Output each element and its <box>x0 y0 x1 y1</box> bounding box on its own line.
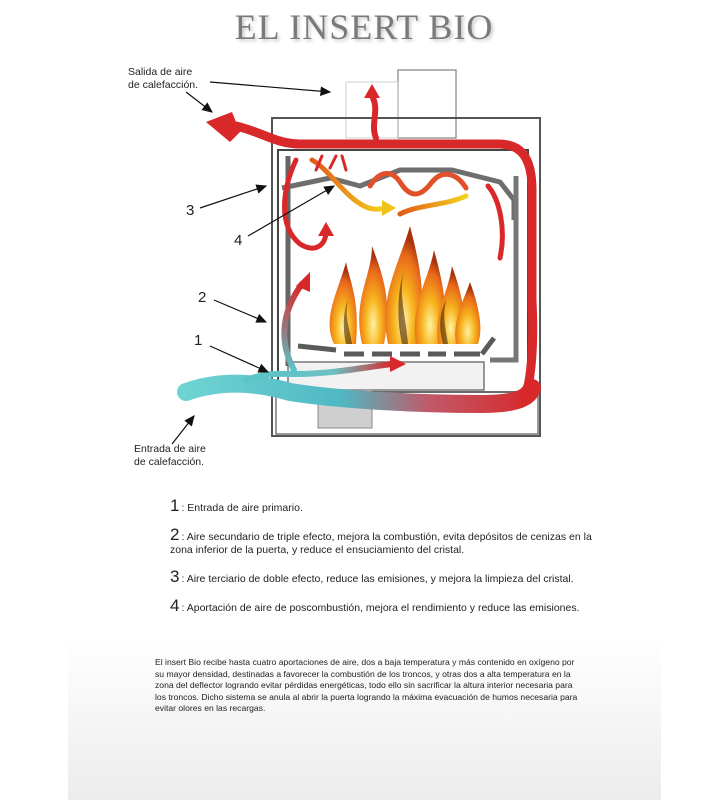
callout-line-entrada <box>171 415 195 445</box>
callout-number-4: 4 <box>234 232 243 249</box>
callout-salida: Salida de aire de calefacción. <box>128 66 199 91</box>
heating-air-riser <box>231 121 538 405</box>
callout-entrada: Entrada de aire de calefacción. <box>134 443 206 468</box>
legend: 1: Entrada de aire primario. 2: Aire sec… <box>170 496 610 628</box>
deflector-small-arrows <box>314 154 348 172</box>
legend-item: 2: Aire secundario de triple efecto, mej… <box>170 525 610 557</box>
callout-number-2: 2 <box>198 289 207 306</box>
grate <box>297 336 496 357</box>
postcombustion-top-flow <box>367 171 469 197</box>
callout-line-4 <box>247 185 336 237</box>
legend-text: : Aire secundario de triple efecto, mejo… <box>170 531 592 556</box>
primary-air-arrowhead <box>390 356 406 372</box>
heating-air-outlet-arrow <box>206 112 246 142</box>
description-text: El insert Bio recibe hasta cuatro aporta… <box>155 657 578 714</box>
legend-number: 4 <box>170 596 180 615</box>
secondary-air-flow <box>281 281 305 373</box>
callout-line-2 <box>213 299 268 323</box>
legend-item: 3: Aire terciario de doble efecto, reduc… <box>170 567 610 586</box>
heating-air-bottom <box>177 374 541 414</box>
flue-exhaust-flow <box>369 93 379 141</box>
postcombustion-yellow-flow <box>397 193 469 217</box>
legend-number: 2 <box>170 525 180 544</box>
callout-line-salida-2 <box>185 91 213 113</box>
callout-line-1 <box>209 345 270 373</box>
page-title: EL INSERT BIO <box>234 7 494 47</box>
callout-number-3: 3 <box>186 202 195 219</box>
legend-item: 4: Aportación de aire de poscombustión, … <box>170 596 610 615</box>
flue-inner <box>345 81 399 139</box>
rear-hot-flow <box>485 183 505 261</box>
flue-exhaust-arrowhead <box>364 84 380 98</box>
legend-number: 1 <box>170 496 180 515</box>
tertiary-air-arrowhead <box>318 222 334 236</box>
rear-wall <box>490 176 519 363</box>
legend-item: 1: Entrada de aire primario. <box>170 496 610 515</box>
primary-air-flow <box>243 361 395 383</box>
plinth <box>275 391 539 435</box>
legend-number: 3 <box>170 567 180 586</box>
legend-text: : Aire terciario de doble efecto, reduce… <box>181 573 574 585</box>
legend-text: : Entrada de aire primario. <box>181 502 303 514</box>
tertiary-air-flow <box>282 157 329 251</box>
outer-casing <box>271 117 541 437</box>
legend-text: : Aportación de aire de poscombustión, m… <box>181 602 580 614</box>
flame-dark-streaks <box>343 270 448 344</box>
callout-line-salida <box>209 81 332 96</box>
secondary-air-arrowhead <box>296 272 310 292</box>
callout-line-3 <box>199 184 268 209</box>
postcombustion-air-arrowhead <box>382 200 396 216</box>
flue-pipe <box>397 69 457 139</box>
callout-number-1: 1 <box>194 332 203 349</box>
stove-airflow-diagram <box>171 69 541 445</box>
description-panel <box>68 638 661 800</box>
postcombustion-air-flow <box>309 157 387 212</box>
